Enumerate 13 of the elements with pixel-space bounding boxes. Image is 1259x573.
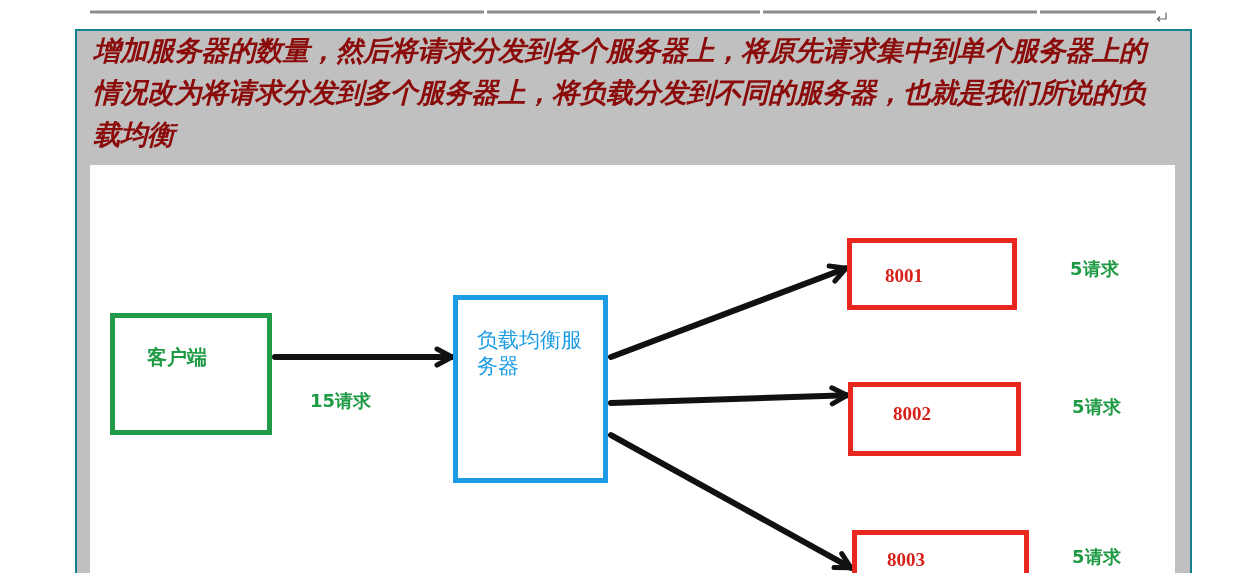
load-balancer-box: 负载均衡服务器 — [453, 295, 608, 483]
count-label: 5请求 — [1070, 257, 1119, 281]
count-label: 5请求 — [1072, 545, 1121, 569]
arrow — [272, 346, 455, 368]
server-box: 8001 — [847, 238, 1017, 310]
arrow — [608, 432, 854, 571]
client-box: 客户端 — [110, 313, 272, 435]
count-label: 5请求 — [1072, 395, 1121, 419]
heading-text: 增加服务器的数量，然后将请求分发到各个服务器上，将原先请求集中到单个服务器上的情况改为将请求分发到多个服务器上，将负载分发到不同的服务器，也就是我们所说的负载均衡 — [93, 29, 1169, 155]
server-box: 8003 — [852, 530, 1029, 573]
arrow — [608, 263, 849, 361]
arrow — [608, 385, 850, 407]
server-box: 8002 — [848, 382, 1021, 456]
